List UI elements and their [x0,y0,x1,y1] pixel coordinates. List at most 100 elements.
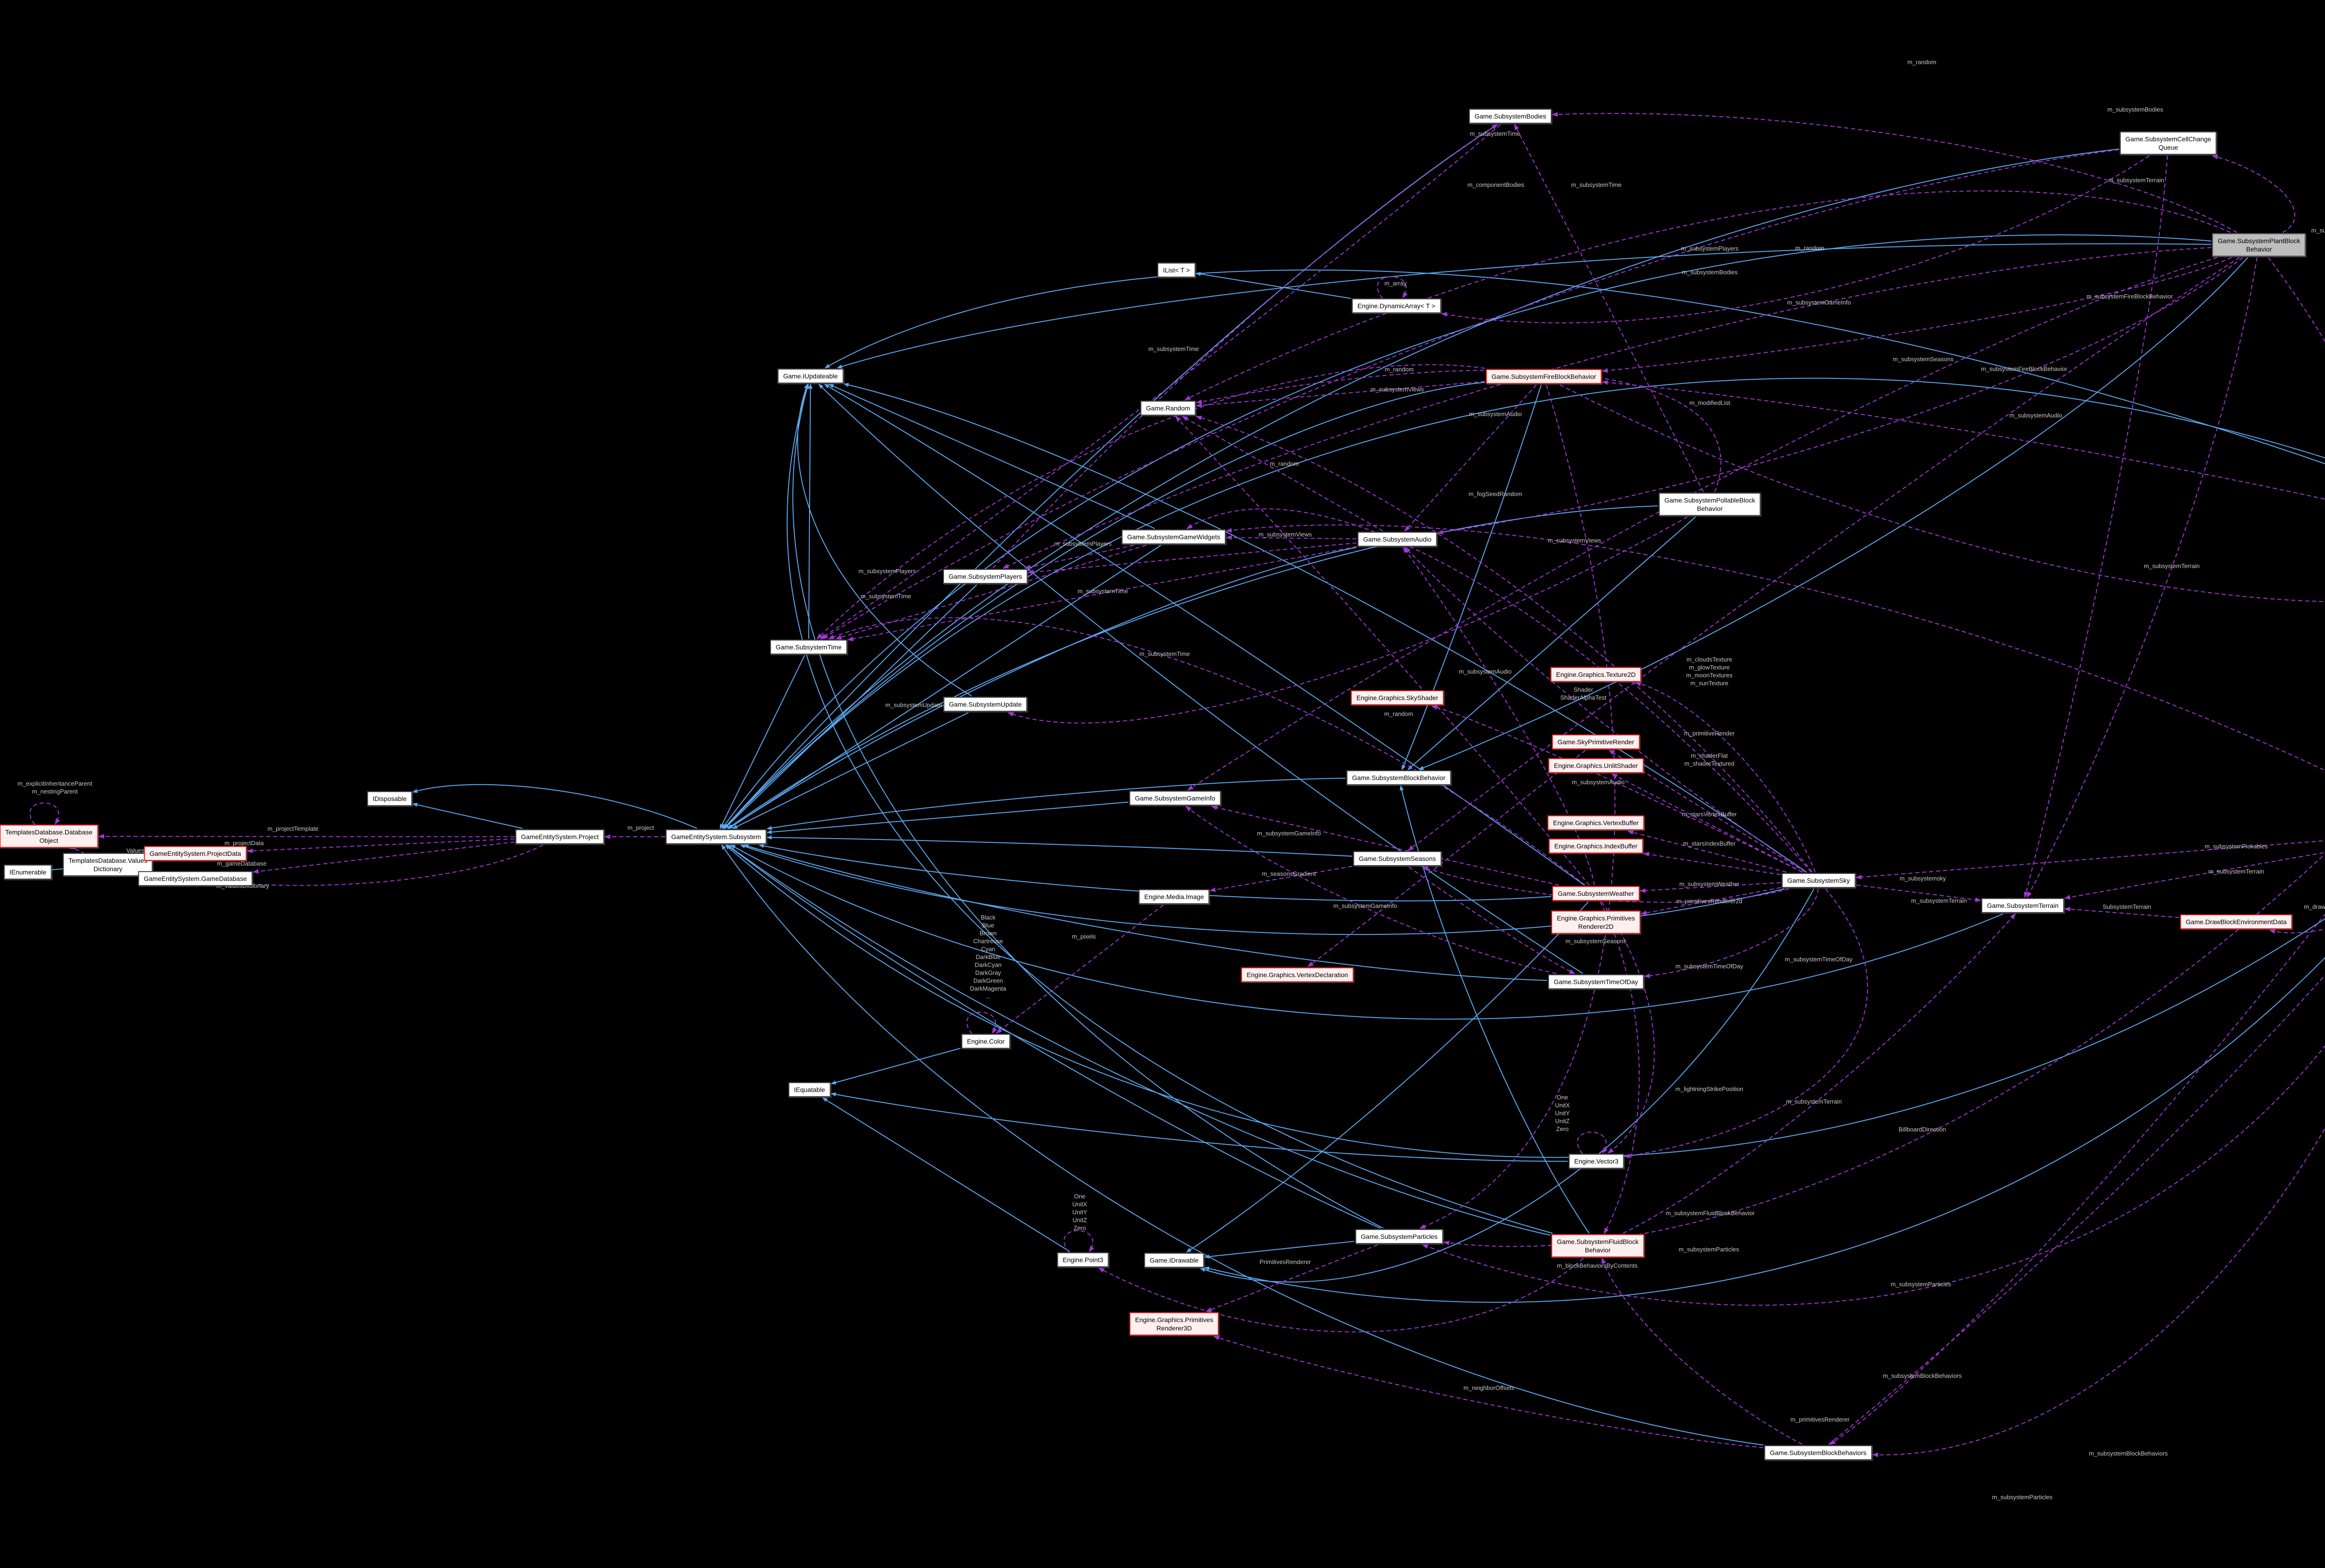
node-subsystem-weather[interactable]: Game.SubsystemWeather [1552,886,1640,901]
node-skyshader[interactable]: Engine.Graphics.SkyShader [1351,690,1444,706]
node-subsystem-gameinfo[interactable]: Game.SubsystemGameInfo [1129,790,1221,806]
node-tdb-object[interactable]: TemplatesDatabase.Database Object [0,824,98,848]
node-subsystem-pollableblockbehavior[interactable]: Game.SubsystemPollableBlock Behavior [1659,492,1761,516]
node-skyprimitiverender[interactable]: Game.SkyPrimitiveRender [1552,734,1640,750]
node-subsystem-fireblockbehavior[interactable]: Game.SubsystemFireBlockBehavior [1486,369,1602,384]
edge-subsystem-pickables-to-subsystem-terrain [2064,852,2325,900]
node-ges-gamedatabase[interactable]: GameEntitySystem.GameDatabase [138,871,252,887]
edge-subsystem-sky-to-subsystem-seasons [1422,866,1789,903]
node-subsystem-terrain[interactable]: Game.SubsystemTerrain [1981,898,2065,913]
node-drawblockenvironmentdata[interactable]: Game.DrawBlockEnvironmentData [2180,914,2292,930]
node-vertexdeclaration[interactable]: Engine.Graphics.VertexDeclaration [1241,967,1354,983]
node-label: GameEntitySystem.Subsystem [671,833,761,840]
node-subsystem-fluidblockbehavior[interactable]: Game.SubsystemFluidBlock Behavior [1551,1234,1644,1258]
edge-subsystem-particles-to-ges-subsystem [726,844,1381,1229]
edge-label: m_subsystemSeasons [1893,356,1954,363]
node-subsystem-audio[interactable]: Game.SubsystemAudio [1357,531,1437,547]
edge-subsystem-plantblockbehavior-to-subsystem-bodies [1552,112,2237,233]
node-subsystem-cellchangequeue[interactable]: Game.SubsystemCellChange Queue [2119,131,2217,155]
node-subsystem-gamewidgets[interactable]: Game.SubsystemGameWidgets [1122,529,1226,545]
node-label: GameEntitySystem.Project [521,833,599,840]
node-ges-projectdata[interactable]: GameEntitySystem.ProjectData [144,846,247,861]
edge-subsystem-cellchangequeue-to-subsystem-terrain [2024,155,2168,898]
node-media-image[interactable]: Engine.Media.Image [1138,889,1210,905]
node-ges-subsystem[interactable]: GameEntitySystem.Subsystem [665,829,767,845]
node-primitivesrenderer3d[interactable]: Engine.Graphics.Primitives Renderer3D [1129,1312,1219,1336]
node-subsystem-seasons[interactable]: Game.SubsystemSeasons [1353,851,1442,867]
edge-subsystem-audio-to-subsystem-players [1028,542,1357,575]
edge-subsystem-gamewidgets-to-ges-subsystem [728,545,1162,829]
node-subsystem-players[interactable]: Game.SubsystemPlayers [943,569,1028,584]
node-ges-project[interactable]: GameEntitySystem.Project [515,829,604,845]
node-idisposable[interactable]: IDisposable [367,791,412,807]
edge-subsystem-seasons-to-media-image [1209,866,1353,892]
node-label: Engine.Media.Image [1144,893,1204,900]
node-indexbuffer[interactable]: Engine.Graphics.IndexBuffer [1548,838,1643,854]
node-subsystem-bodies[interactable]: Game.SubsystemBodies [1468,108,1552,124]
edge-label: m_subsystemBodies [1682,269,1738,276]
node-tdb-values[interactable]: TemplatesDatabase.Values Dictionary [63,853,153,877]
edge-label: m_starsVertexBuffer [1682,811,1737,818]
edge-subsystem-pickables-to-subsystem-gamewidgets [1226,524,2325,771]
node-subsystem-sky[interactable]: Game.SubsystemSky [1781,873,1856,888]
edge-color-to-color [966,1012,997,1034]
edge-subsystem-fireblockbehavior-to-subsystem-explosions [1560,384,2325,602]
edge-label: m_subsystemPickables [2205,843,2268,850]
edge-label: m_subsystemAudio [1572,779,1624,786]
edge-label: m_subsystemTimeOfDay [1785,956,1853,963]
edge-subsystem-fluidblockbehavior-to-ges-subsystem [727,844,1551,1236]
edge-label: m_subsystemFluidBlockBehavior [1666,1210,1755,1217]
node-label: IEnumerable [9,868,46,876]
node-iequatable[interactable]: IEquatable [788,1082,831,1098]
edge-subsystem-timeofday-to-subsystem-gameinfo [1185,806,1556,974]
node-random[interactable]: Game.Random [1140,400,1196,416]
edge-subsystem-pollableblockbehavior-to-subsystem-update [1007,516,1688,724]
node-subsystem-blockbehavior[interactable]: Game.SubsystemBlockBehavior [1346,770,1451,786]
node-subsystem-timeofday[interactable]: Game.SubsystemTimeOfDay [1548,974,1644,990]
edge-paths [29,112,2325,1457]
edge-subsystem-fireblockbehavior-to-subsystem-time [817,364,1485,640]
node-point3[interactable]: Engine.Point3 [1057,1252,1109,1268]
edge-ges-project-to-ges-projectdata [246,838,515,853]
edge-label: m_subsystemTime [1149,345,1199,352]
node-subsystem-update[interactable]: Game.SubsystemUpdate [943,696,1028,712]
edge-label: SubsystemTerrain [2103,903,2151,910]
edge-label: m_primitivesRenderer [1790,1416,1850,1423]
edge-label: m_lightningStrikePosition [1675,1085,1743,1092]
edge-ges-project-to-tdb-object [98,834,515,839]
node-subsystem-time[interactable]: Game.SubsystemTime [770,639,847,655]
node-subsystem-plantblockbehavior[interactable]: Game.SubsystemPlantBlock Behavior [2212,233,2306,257]
node-label: Engine.Graphics.Texture2D [1556,670,1636,678]
edge-subsystem-plantblockbehavior-to-subsystem-blockbehavior [1418,257,2248,770]
node-dynamicarray[interactable]: Engine.DynamicArray< T > [1352,298,1441,314]
node-texture2d[interactable]: Engine.Graphics.Texture2D [1550,667,1641,682]
edge-label: m_random [1384,710,1413,717]
node-iupdateable[interactable]: Game.IUpdateable [777,368,844,384]
node-ilist[interactable]: IList< T > [1157,262,1196,278]
node-vertexbuffer[interactable]: Engine.Graphics.VertexBuffer [1547,815,1645,831]
node-subsystem-blockbehaviors[interactable]: Game.SubsystemBlockBehaviors [1764,1445,1872,1461]
edge-label: m_subsystemTime [1571,181,1622,188]
edge-subsystem-timeofday-to-iupdateable [818,384,1583,974]
node-unlitshader[interactable]: Engine.Graphics.UnlitShader [1548,758,1644,774]
node-label: Game.SubsystemParticles [1361,1232,1438,1240]
node-subsystem-particles[interactable]: Game.SubsystemParticles [1355,1229,1443,1244]
node-vector3[interactable]: Engine.Vector3 [1568,1153,1624,1169]
node-idrawable[interactable]: Game.IDrawable [1144,1252,1204,1268]
edge-label: m_subsystemTerrain [2208,868,2264,875]
edge-label: m_subsystemCellChangeQueue [2311,227,2325,234]
edge-subsystem-sky-to-subsystem-timeofday [1644,888,1819,979]
node-label: Game.SubsystemBlockBehavior [1352,774,1446,781]
node-color[interactable]: Engine.Color [961,1033,1010,1049]
node-label: Engine.Graphics.VertexDeclaration [1247,971,1348,979]
edge-subsystem-fireblockbehavior-to-random [1196,381,1485,408]
edge-label: m_subsystemParticles [1891,1281,1952,1288]
edge-subsystem-weather-to-subsystem-time [828,617,1586,886]
edge-subsystem-bodies-to-ges-subsystem [723,124,1498,829]
node-label: Game.SubsystemUpdate [949,700,1022,708]
node-ienumerable[interactable]: IEnumerable [4,864,52,880]
node-primitivesrenderer2d[interactable]: Engine.Graphics.Primitives Renderer2D [1551,910,1641,934]
node-label: Engine.Graphics.VertexBuffer [1553,819,1639,827]
edge-label: m_subsystemGameInfo [1333,902,1397,909]
